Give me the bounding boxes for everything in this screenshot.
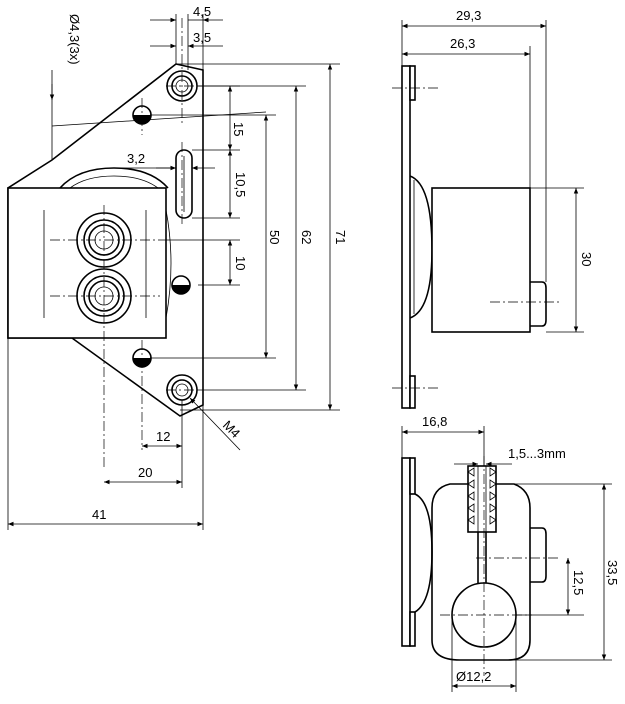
boss-top [59, 167, 169, 189]
front-view [7, 18, 204, 470]
dim-3-5: 3,5 [193, 30, 211, 45]
dim-29-3: 29,3 [456, 8, 481, 23]
dim-12-5: 12,5 [571, 570, 586, 595]
dim-50: 50 [267, 230, 282, 244]
dim-26-3: 26,3 [450, 36, 475, 51]
dim-12: 12 [156, 429, 170, 444]
dim-33-5: 33,5 [605, 560, 620, 585]
hole-diameter-label: Ø4,3(3x) [67, 14, 82, 65]
front-dimensions: 4,5 3,5 Ø4,3(3x) 15 3,2 10,5 10 50 [7, 4, 348, 530]
section-view [401, 456, 560, 676]
clamp-screw [467, 465, 497, 533]
side-dome [409, 175, 433, 319]
side-block [431, 187, 531, 333]
section-dome [414, 493, 433, 613]
side-plate [401, 65, 411, 409]
dim-15: 15 [231, 122, 246, 136]
section-body [431, 483, 531, 661]
boss-top-inner [69, 175, 159, 189]
shaft-diameter-label: Ø12,2 [456, 669, 491, 684]
side-dimensions: 29,3 26,3 30 [401, 8, 594, 333]
dim-10: 10 [233, 256, 248, 270]
boss-side [165, 209, 172, 319]
side-knob [530, 281, 547, 327]
dim-71: 71 [333, 230, 348, 244]
dim-20: 20 [138, 465, 152, 480]
gap-range-label: 1,5...3mm [508, 446, 566, 461]
side-view [392, 65, 560, 409]
dim-10-5: 10,5 [233, 172, 248, 197]
dim-62: 62 [299, 230, 314, 244]
dim-3-2: 3,2 [127, 151, 145, 166]
square-block [7, 187, 167, 339]
section-knob [530, 527, 547, 583]
dim-16-8: 16,8 [422, 414, 447, 429]
dim-30: 30 [579, 252, 594, 266]
section-dimensions: 16,8 1,5...3mm 33,5 12,5 Ø12,2 [401, 414, 620, 692]
dim-41: 41 [92, 507, 106, 522]
center-mark-middle [171, 275, 191, 295]
thread-label: M4 [220, 418, 243, 441]
dim-4-5: 4,5 [193, 4, 211, 19]
section-plate [401, 457, 411, 647]
